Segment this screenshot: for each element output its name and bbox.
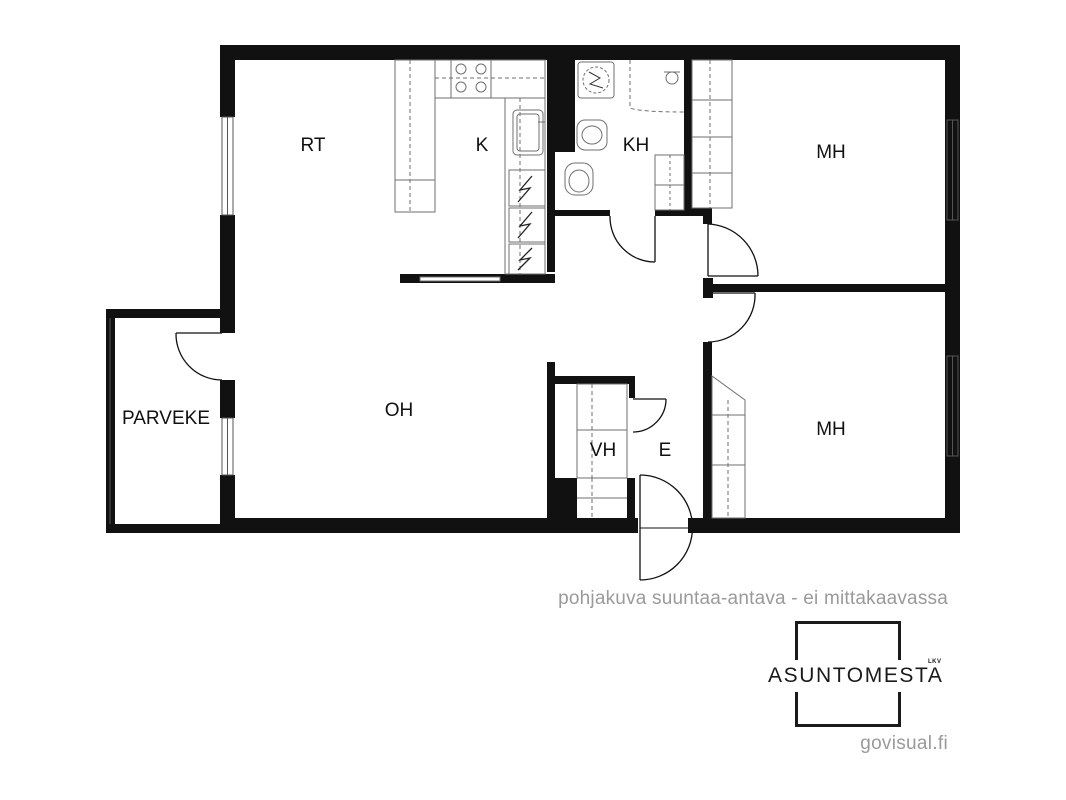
room-label-kh: KH: [623, 135, 649, 156]
room-labels: RT K KH MH PARVEKE OH VH E MH: [122, 135, 846, 461]
bathroom-fixtures: [564, 60, 685, 211]
credit-text: govisual.fi: [860, 733, 948, 754]
room-label-rt: RT: [301, 135, 326, 156]
kitchen-fixtures: [394, 59, 546, 282]
wardrobes: [576, 59, 746, 519]
logo-suffix: LKV: [928, 659, 942, 665]
room-label-e: E: [659, 440, 672, 461]
room-label-oh: OH: [385, 400, 414, 421]
logo-wordmark: ASUNTOMESTA: [764, 660, 944, 692]
room-label-vh: VH: [590, 440, 616, 461]
room-label-mh-top: MH: [816, 142, 846, 163]
plan-disclaimer: pohjakuva suuntaa-antava - ei mittakaava…: [558, 588, 948, 609]
room-label-parveke: PARVEKE: [122, 408, 210, 429]
interior-walls: [400, 60, 945, 518]
room-label-k: K: [476, 135, 489, 156]
windows: [109, 116, 959, 524]
room-label-mh-bottom: MH: [816, 419, 846, 440]
doors: [175, 215, 759, 581]
